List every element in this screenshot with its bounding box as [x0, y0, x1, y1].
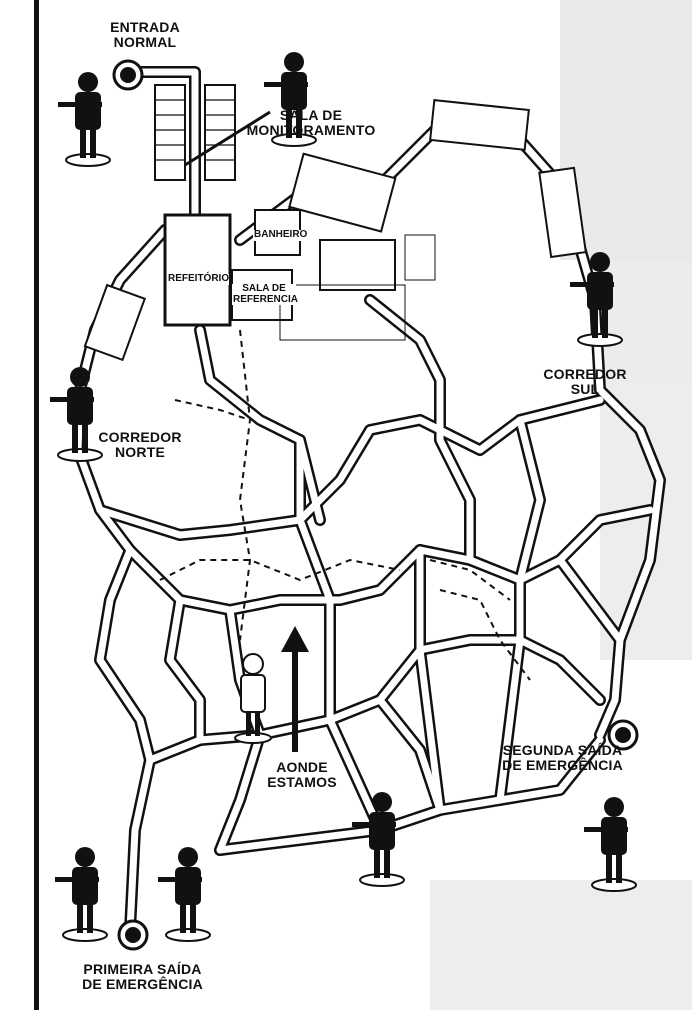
dashed-tunnels	[159, 329, 531, 681]
armed-guard-figure-icon	[583, 796, 637, 892]
exit-marker-icon	[117, 919, 149, 951]
armed-guard-figure-icon	[54, 846, 108, 942]
monitoring-room-label: SALA DE MONITORAMENTO	[246, 107, 376, 138]
paper-texture	[430, 0, 692, 1010]
south-corridor-label: CORREDOR SUL	[543, 366, 627, 397]
reference-room-label: SALA DE REFERENCIA	[232, 283, 299, 305]
armed-guard-figure-icon	[157, 846, 211, 942]
second-exit-label: SEGUNDA SAÍDA DE EMERGÊNCIA	[502, 742, 623, 773]
armed-guard-figure-icon	[351, 791, 405, 887]
arrow-up-icon	[281, 626, 309, 752]
page-border	[34, 0, 39, 1010]
child-figure-icon	[234, 653, 272, 744]
monitoring-pointer	[184, 110, 271, 167]
first-exit-label: PRIMEIRA SAÍDA DE EMERGÊNCIA	[82, 961, 203, 992]
entrance-label: ENTRADA NORMAL	[110, 19, 180, 50]
we-are-here-label: AONDE ESTAMOS	[267, 759, 337, 790]
exit-marker-icon	[112, 59, 144, 91]
cafeteria-label: REFEITÓRIO	[167, 273, 230, 285]
north-corridor-label: CORREDOR NORTE	[98, 429, 182, 460]
bathroom-label: BANHEIRO	[253, 229, 308, 241]
armed-guard-figure-icon	[57, 71, 111, 167]
